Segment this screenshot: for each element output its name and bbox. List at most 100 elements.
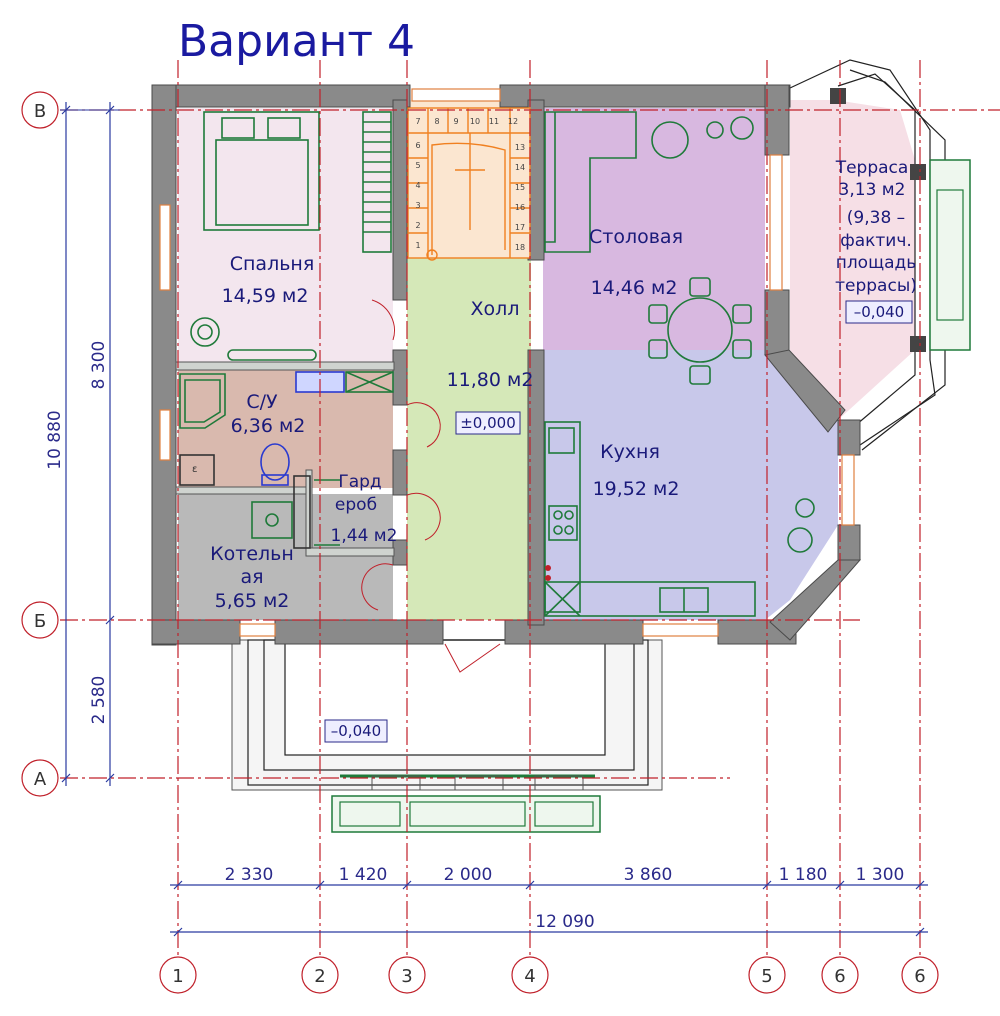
- plan-title: Вариант 4: [178, 16, 415, 67]
- window-boiler: [239, 623, 276, 637]
- terrace-planter: [929, 159, 971, 351]
- terrace-door: [769, 154, 783, 291]
- window-bathroom: [159, 409, 171, 461]
- stair-step-number: 11: [489, 117, 499, 126]
- window-kitchen-south: [642, 623, 719, 637]
- terrace-note-line1: (9,38 –: [847, 208, 905, 228]
- terrace-floor: [790, 100, 915, 420]
- room-name-dining: Столовая: [589, 226, 683, 248]
- dim-bay-2: 1 420: [339, 865, 388, 885]
- axis-label-column: 6: [834, 966, 845, 987]
- terrace-note-line4: террасы): [835, 276, 917, 296]
- axis-label-row: В: [34, 101, 46, 122]
- room-area-terrace: 3,13 м2: [839, 180, 906, 200]
- boiler-room-floor: [178, 494, 393, 620]
- window-stairs: [411, 88, 501, 102]
- stair-step-number: 8: [434, 117, 439, 126]
- stair-step-number: 16: [515, 203, 525, 212]
- porch-level-box: [324, 719, 388, 743]
- axis-label-column: 5: [761, 966, 772, 987]
- axis-label-row: А: [34, 769, 47, 790]
- stair-step-number: 12: [508, 117, 518, 126]
- dim-height-main: 8 300: [89, 341, 109, 390]
- room-area-kitchen: 19,52 м2: [593, 478, 680, 500]
- dim-bay-6: 1 300: [856, 865, 905, 885]
- entrance-door: [444, 643, 501, 673]
- room-name-boiler: Котельн: [210, 543, 294, 565]
- terrace-level: –0,040: [854, 303, 904, 321]
- interior-walls: [175, 99, 545, 626]
- axis-row-markers: В Б А: [21, 91, 59, 797]
- stair-step-number: 5: [415, 161, 420, 170]
- dim-bay-1: 2 330: [225, 865, 274, 885]
- axis-label-row: Б: [34, 611, 46, 632]
- vertical-dimensions: 10 880 8 300 2 580: [45, 102, 120, 786]
- room-area-dining: 14,46 м2: [591, 277, 678, 299]
- room-name-wardrobe-cont: ероб: [335, 495, 377, 515]
- window-bedroom: [159, 204, 171, 291]
- window-kitchen-east: [841, 454, 855, 526]
- room-name-wardrobe: Гард: [338, 472, 381, 492]
- staircase: [407, 107, 531, 261]
- dim-bay-4: 3 860: [624, 865, 673, 885]
- stair-step-number: 6: [415, 141, 420, 150]
- bedroom-furniture: [190, 111, 392, 361]
- dim-bay-5: 1 180: [779, 865, 828, 885]
- door-bathroom: [406, 402, 441, 448]
- room-name-kitchen: Кухня: [600, 441, 660, 463]
- axis-label-column: 1: [172, 966, 183, 987]
- stair-step-number: 4: [415, 181, 420, 190]
- hall-level: ±0,000: [460, 414, 516, 432]
- stair-step-number: 14: [515, 163, 525, 172]
- stair-step-number: 3: [415, 201, 420, 210]
- room-area-wardrobe: 1,44 м2: [331, 526, 398, 546]
- dim-total-height: 10 880: [45, 410, 65, 469]
- hall-floor: [407, 258, 531, 620]
- stair-step-number: 9: [453, 117, 458, 126]
- stair-step-number: 15: [515, 183, 525, 192]
- door-boiler: [361, 563, 394, 611]
- room-area-bathroom: 6,36 м2: [231, 415, 306, 437]
- room-name-hall: Холл: [471, 298, 520, 320]
- stair-step-number: 13: [515, 143, 525, 152]
- dining-furniture: [544, 111, 754, 385]
- terrace-level-box: [845, 300, 913, 324]
- stair-step-number: 17: [515, 223, 525, 232]
- room-name-bedroom: Спальня: [230, 253, 315, 275]
- terrace-note-line3: площадь: [836, 253, 917, 273]
- stair-step-number: 1: [415, 241, 420, 250]
- kitchen-furniture: [544, 421, 815, 617]
- stair-step-number: 7: [415, 117, 420, 126]
- axis-label-column: 2: [314, 966, 325, 987]
- axis-label-column: 4: [524, 966, 535, 987]
- room-name-boiler-cont: ая: [240, 566, 263, 588]
- door-wardrobe: [406, 492, 441, 541]
- svg-text:ε: ε: [192, 464, 197, 475]
- axis-column-markers: 1 2 3 4 5 6 6: [159, 956, 939, 994]
- terrace-note-line2: фактич.: [840, 231, 912, 251]
- kitchen-floor: [543, 350, 838, 620]
- room-area-bedroom: 14,59 м2: [222, 285, 309, 307]
- bedroom-floor: [178, 108, 393, 362]
- dim-height-porch: 2 580: [89, 676, 109, 725]
- dim-total-width: 12 090: [535, 912, 594, 932]
- boiler-equipment: [251, 475, 340, 549]
- axis-label-column: 3: [401, 966, 412, 987]
- stair-step-number: 18: [515, 243, 525, 252]
- stair-step-number: 10: [470, 117, 480, 126]
- room-area-hall: 11,80 м2: [447, 369, 534, 391]
- porch-level: –0,040: [331, 722, 381, 740]
- room-name-terrace: Терраса: [835, 158, 909, 178]
- dim-bay-3: 2 000: [444, 865, 493, 885]
- room-labels: Спальня 14,59 м2 С/У 6,36 м2 Котельн ая …: [210, 158, 917, 743]
- room-name-bathroom: С/У: [246, 391, 278, 413]
- hall-level-box: [455, 411, 521, 435]
- stair-step-number: 2: [415, 221, 420, 230]
- grid-axes: [60, 60, 1000, 960]
- horizontal-dimensions: 2 330 1 420 2 000 3 860 1 180 1 300 12 0…: [170, 865, 928, 937]
- door-bedroom: [371, 299, 395, 341]
- axis-label-column: 6: [914, 966, 925, 987]
- room-area-boiler: 5,65 м2: [215, 590, 290, 612]
